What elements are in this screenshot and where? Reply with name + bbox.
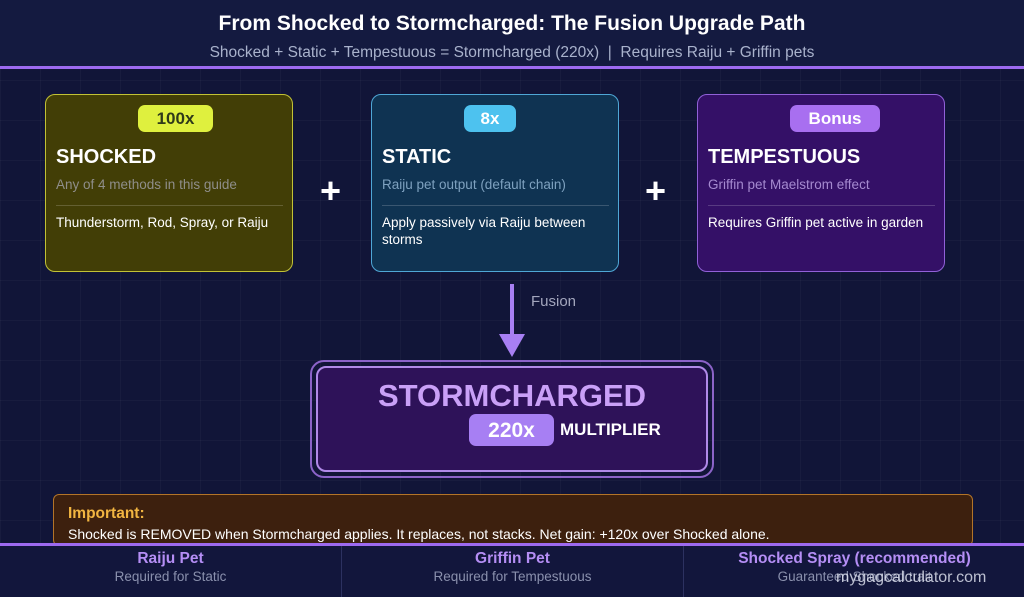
footer-divider [0, 543, 1024, 546]
footer-item-title: Shocked Spray (recommended) [738, 550, 971, 567]
static-description: Apply passively via Raiju between storms [382, 215, 586, 247]
shocked-card: 100x SHOCKED Any of 4 methods in this gu… [45, 94, 293, 272]
card-divider [56, 205, 283, 206]
page-title: From Shocked to Stormcharged: The Fusion… [218, 12, 806, 35]
important-text: Shocked is REMOVED when Stormcharged app… [68, 526, 770, 542]
footer [0, 546, 1024, 597]
header [0, 0, 1024, 66]
fusion-arrow-icon [499, 284, 525, 357]
multiplier-label: MULTIPLIER [560, 420, 661, 439]
tempestuous-bonus-badge: Bonus [790, 105, 880, 132]
fusion-label: Fusion [531, 293, 577, 310]
static-multiplier-badge: 8x [464, 105, 516, 132]
plus-operator: + [645, 170, 667, 211]
watermark: mygagcalculator.com [836, 569, 987, 586]
shocked-multiplier-badge: 100x [138, 105, 213, 132]
card-divider [382, 205, 609, 206]
static-title: STATIC [382, 146, 452, 168]
footer-item-description: Required for Static [114, 569, 227, 584]
tempestuous-subtitle: Griffin pet Maelstrom effect [708, 177, 870, 192]
plus-operator: + [320, 170, 342, 211]
header-divider [0, 66, 1024, 69]
footer-item-title: Raiju Pet [137, 550, 204, 567]
footer-item-shocked-spray: Shocked Spray (recommended) Guaranteed S… [683, 546, 1024, 597]
tempestuous-title: TEMPESTUOUS [708, 146, 861, 168]
footer-item-griffin: Griffin Pet Required for Tempestuous [341, 546, 683, 597]
footer-item-description: Guaranteed Shocked trait [777, 569, 932, 584]
footer-item-title: Griffin Pet [475, 550, 550, 567]
card-divider [708, 205, 935, 206]
footer-item-raiju: Raiju Pet Required for Static [0, 546, 341, 597]
stormcharged-multiplier-badge: 220x [469, 414, 554, 446]
important-title: Important: [68, 505, 145, 522]
tempestuous-card: Bonus TEMPESTUOUS Griffin pet Maelstrom … [697, 94, 945, 272]
static-card: 8x STATIC Raiju pet output (default chai… [371, 94, 619, 272]
page-subtitle: Shocked + Static + Tempestuous = Stormch… [209, 44, 815, 61]
stormcharged-title: STORMCHARGED [377, 378, 647, 413]
shocked-title: SHOCKED [56, 146, 157, 168]
footer-item-description: Required for Tempestuous [433, 569, 592, 584]
result-box-outline [310, 360, 714, 478]
static-subtitle: Raiju pet output (default chain) [382, 177, 566, 192]
tempestuous-description: Requires Griffin pet active in garden [708, 215, 924, 230]
shocked-description: Thunderstorm, Rod, Spray, or Raiju [56, 215, 269, 230]
shocked-subtitle: Any of 4 methods in this guide [56, 177, 237, 192]
